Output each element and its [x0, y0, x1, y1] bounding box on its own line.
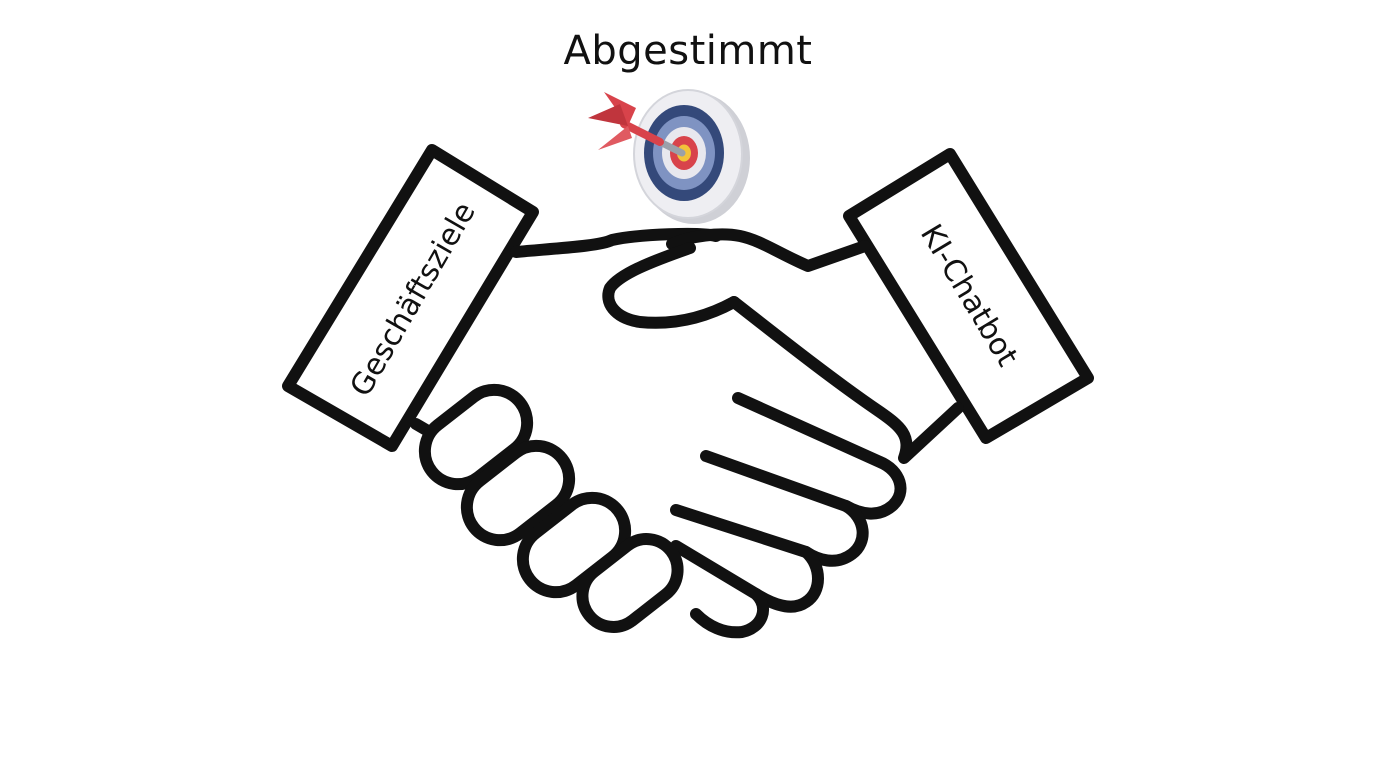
- diagram-title: Abgestimmt: [563, 28, 813, 74]
- dart-target-icon: [588, 89, 750, 224]
- right-cuff: KI-Chatbot: [843, 148, 1094, 444]
